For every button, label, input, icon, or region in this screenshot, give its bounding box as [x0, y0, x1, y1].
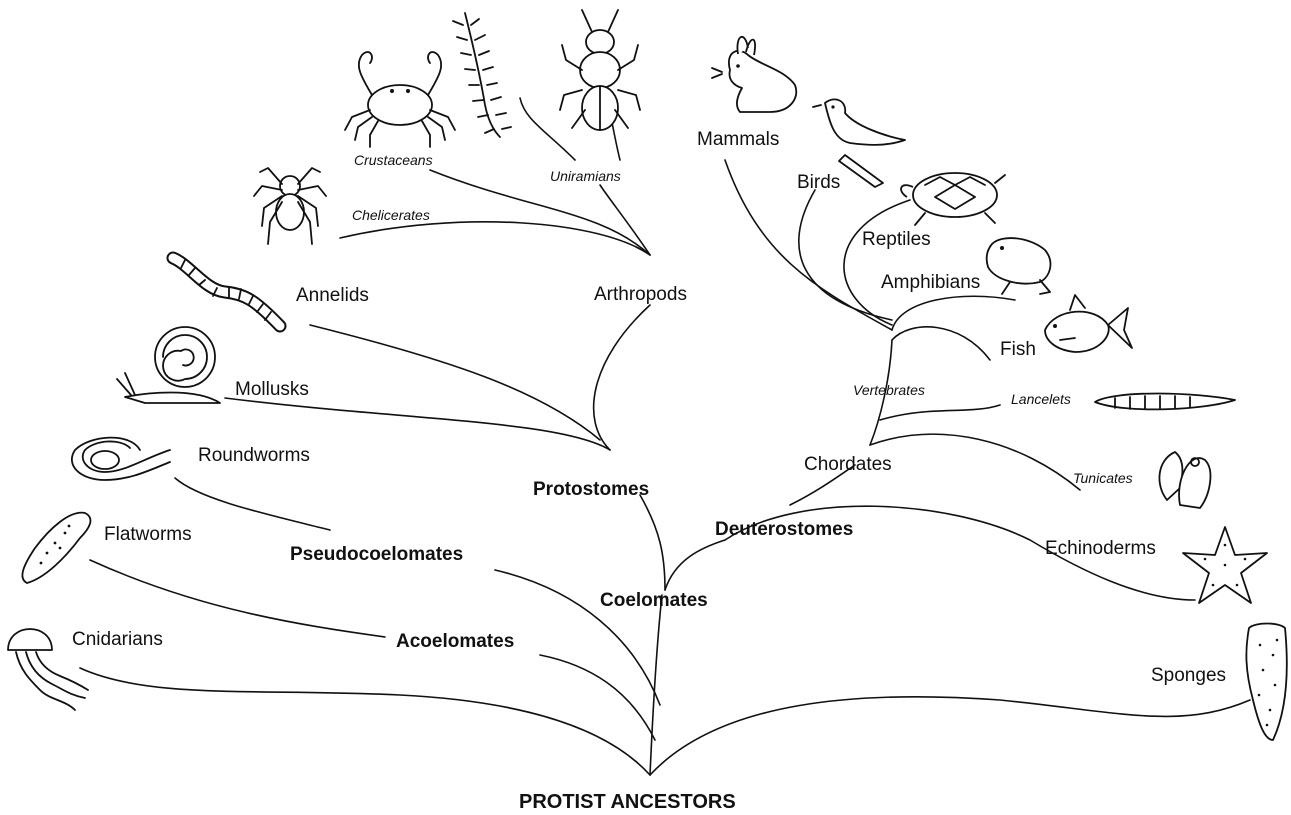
rabbit-icon [712, 37, 796, 112]
label-cnidarians: Cnidarians [72, 630, 163, 649]
branch-acoelomates [540, 655, 655, 740]
branch-lancelets [880, 405, 1000, 420]
label-pseudocoelomates: Pseudocoelomates [290, 545, 463, 564]
label-roundworms: Roundworms [198, 446, 310, 465]
label-birds: Birds [797, 173, 840, 192]
branch-cnidarians [80, 668, 650, 775]
tunicate-icon [1159, 452, 1210, 508]
label-deuterostomes: Deuterostomes [715, 520, 853, 539]
sponge-icon [1246, 624, 1286, 741]
branch-amphibians [892, 296, 1015, 330]
roundworm-icon [72, 438, 170, 480]
fish-icon [1045, 295, 1132, 352]
lancelet-icon [1095, 394, 1235, 410]
label-amphibians: Amphibians [881, 273, 980, 292]
label-fish: Fish [1000, 340, 1036, 359]
earthworm-icon [173, 258, 280, 326]
label-mollusks: Mollusks [235, 380, 309, 399]
label-chelicerates: Chelicerates [352, 208, 430, 222]
turtle-icon [901, 173, 1005, 225]
label-chordates: Chordates [804, 455, 892, 474]
label-annelids: Annelids [296, 286, 369, 305]
frog-icon [987, 238, 1051, 294]
label-arthropods: Arthropods [594, 285, 687, 304]
label-acoelomates: Acoelomates [396, 632, 514, 651]
branch-fish [892, 327, 990, 360]
snail-icon [117, 327, 220, 403]
tree-branches [80, 98, 1250, 775]
label-flatworms: Flatworms [104, 525, 192, 544]
branch-uniramians [600, 185, 650, 255]
crab-icon [345, 52, 455, 147]
branch-mollusks [225, 398, 610, 450]
branch-sponges [650, 697, 1250, 775]
label-echinoderms: Echinoderms [1045, 539, 1156, 558]
label-uniramians: Uniramians [550, 169, 621, 183]
starfish-icon [1183, 527, 1267, 603]
label-sponges: Sponges [1151, 666, 1226, 685]
flatworm-icon [22, 513, 90, 583]
beetle-icon [560, 10, 640, 130]
branch-protostomes [640, 495, 665, 590]
label-tunicates: Tunicates [1073, 471, 1133, 485]
branch-annelids [310, 325, 600, 440]
label-root: PROTIST ANCESTORS [519, 792, 736, 812]
branch-tunicates [870, 434, 1080, 490]
label-mammals: Mammals [697, 130, 779, 149]
label-lancelets: Lancelets [1011, 392, 1071, 406]
centipede-icon [453, 13, 511, 137]
label-coelomates: Coelomates [600, 591, 708, 610]
label-vertebrates: Vertebrates [853, 383, 925, 397]
branch-arthropods [594, 305, 650, 450]
branch-flatworms [90, 560, 385, 637]
label-crustaceans: Crustaceans [354, 153, 433, 167]
label-reptiles: Reptiles [862, 230, 931, 249]
label-protostomes: Protostomes [533, 480, 649, 499]
branch-roundworms [175, 478, 330, 530]
spider-icon [254, 168, 326, 244]
branch-reptiles [844, 200, 910, 325]
branch-deuterostomes [665, 540, 725, 590]
